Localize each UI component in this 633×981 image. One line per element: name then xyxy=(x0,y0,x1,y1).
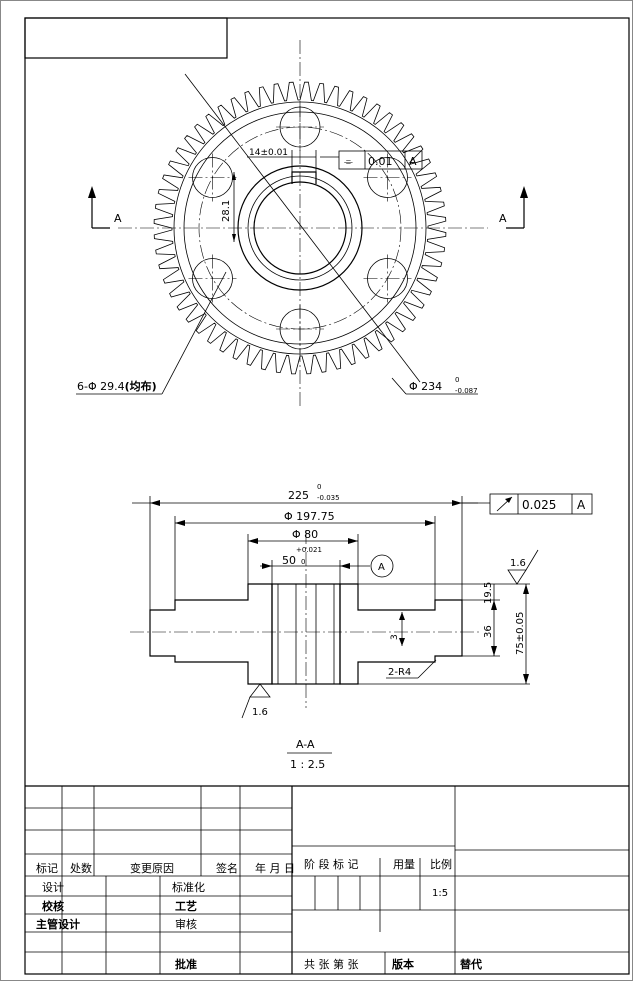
dim-36: 36 xyxy=(483,625,494,638)
sheet-count: 共 张 第 张 xyxy=(304,957,359,971)
section-view-a-a: 225 0 -0.035 Φ 197.75 Φ 80 50 +0.021 0 A xyxy=(130,483,593,771)
row-review: 审核 xyxy=(175,917,197,931)
svg-text:0: 0 xyxy=(455,376,459,384)
version-label: 版本 xyxy=(392,957,414,971)
keyway-dimension: 14±0.01 xyxy=(249,148,288,158)
symmetry-icon: ⌯ xyxy=(344,155,353,168)
root-circle xyxy=(173,101,427,355)
row-approve: 批准 xyxy=(175,957,197,971)
svg-text:-0.087: -0.087 xyxy=(455,387,478,395)
hub-outer xyxy=(237,165,363,291)
top-left-box xyxy=(24,17,228,59)
section-mark-left: A xyxy=(114,212,122,225)
replace-label: 替代 xyxy=(460,957,482,971)
row-design: 设计 xyxy=(42,881,64,894)
roughness-top: 1.6 xyxy=(510,558,526,569)
section-arrow-left-icon xyxy=(88,186,96,198)
runout-frame xyxy=(489,493,593,515)
dim-19-5: 19.5 xyxy=(483,582,494,604)
gear-front-view: 14±0.01 ⌯ 0.01 A 28.1 A A 6-Φ 29.4(均布) Φ… xyxy=(76,40,528,408)
hole-callout: 6-Φ 29.4(均布) xyxy=(77,379,157,393)
hub-chamfer xyxy=(247,175,353,281)
roughness-symbol-top-icon xyxy=(507,569,527,585)
header-qty: 用量 xyxy=(393,858,415,871)
section-title: A-A xyxy=(296,738,315,751)
datum-a-circle xyxy=(370,554,394,578)
keyway xyxy=(291,171,317,184)
runout-datum: A xyxy=(577,498,586,512)
diameter-197-75: Φ 197.75 xyxy=(284,510,335,523)
length-225: 225 xyxy=(288,489,309,502)
roughness-symbol-bottom-icon xyxy=(249,683,271,698)
border-frame xyxy=(24,17,630,975)
header-mark: 标记 xyxy=(36,861,58,875)
bore-circle xyxy=(253,181,347,275)
outside-diameter: Φ 234 xyxy=(409,380,442,393)
header-date: 年 月 日 xyxy=(255,861,295,875)
svg-text:0: 0 xyxy=(317,483,321,491)
scale-value: 1:5 xyxy=(432,888,448,899)
keyway-depth: 28.1 xyxy=(221,200,232,222)
radius-callout: 2-R4 xyxy=(388,667,411,678)
runout-value: 0.025 xyxy=(522,498,556,512)
row-standard: 标准化 xyxy=(172,880,205,894)
row-check: 校核 xyxy=(42,899,64,913)
section-arrow-right-icon xyxy=(520,186,528,198)
header-reason: 变更原因 xyxy=(130,861,174,875)
bore-50: 50 xyxy=(282,554,296,567)
header-scale: 比例 xyxy=(430,857,452,871)
header-sign: 签名 xyxy=(216,861,238,875)
roughness-bottom: 1.6 xyxy=(252,707,268,718)
diameter-80: Φ 80 xyxy=(292,528,318,541)
svg-text:0: 0 xyxy=(301,558,305,566)
row-process: 工艺 xyxy=(175,899,197,913)
gear-teeth-outline xyxy=(153,81,447,375)
row-supervise: 主管设计 xyxy=(36,917,80,931)
symmetry-tolerance-frame xyxy=(338,150,423,170)
dim-small-vertical: 3 xyxy=(390,634,400,640)
svg-text:-0.035: -0.035 xyxy=(317,494,340,502)
section-scale: 1 : 2.5 xyxy=(290,758,325,771)
header-count: 处数 xyxy=(70,862,92,875)
symmetry-datum: A xyxy=(409,155,417,168)
dim-75: 75±0.05 xyxy=(515,612,526,655)
bolt-holes xyxy=(188,103,412,353)
svg-text:+0.021: +0.021 xyxy=(296,546,322,554)
title-block: 标记 处数 变更原因 签名 年 月 日 阶 段 标 记 用量 比例 设计 标准化… xyxy=(25,785,629,974)
datum-a: A xyxy=(378,562,385,573)
section-mark-right: A xyxy=(499,212,507,225)
symmetry-tolerance-value: 0.01 xyxy=(368,155,393,168)
header-stage: 阶 段 标 记 xyxy=(304,857,359,871)
